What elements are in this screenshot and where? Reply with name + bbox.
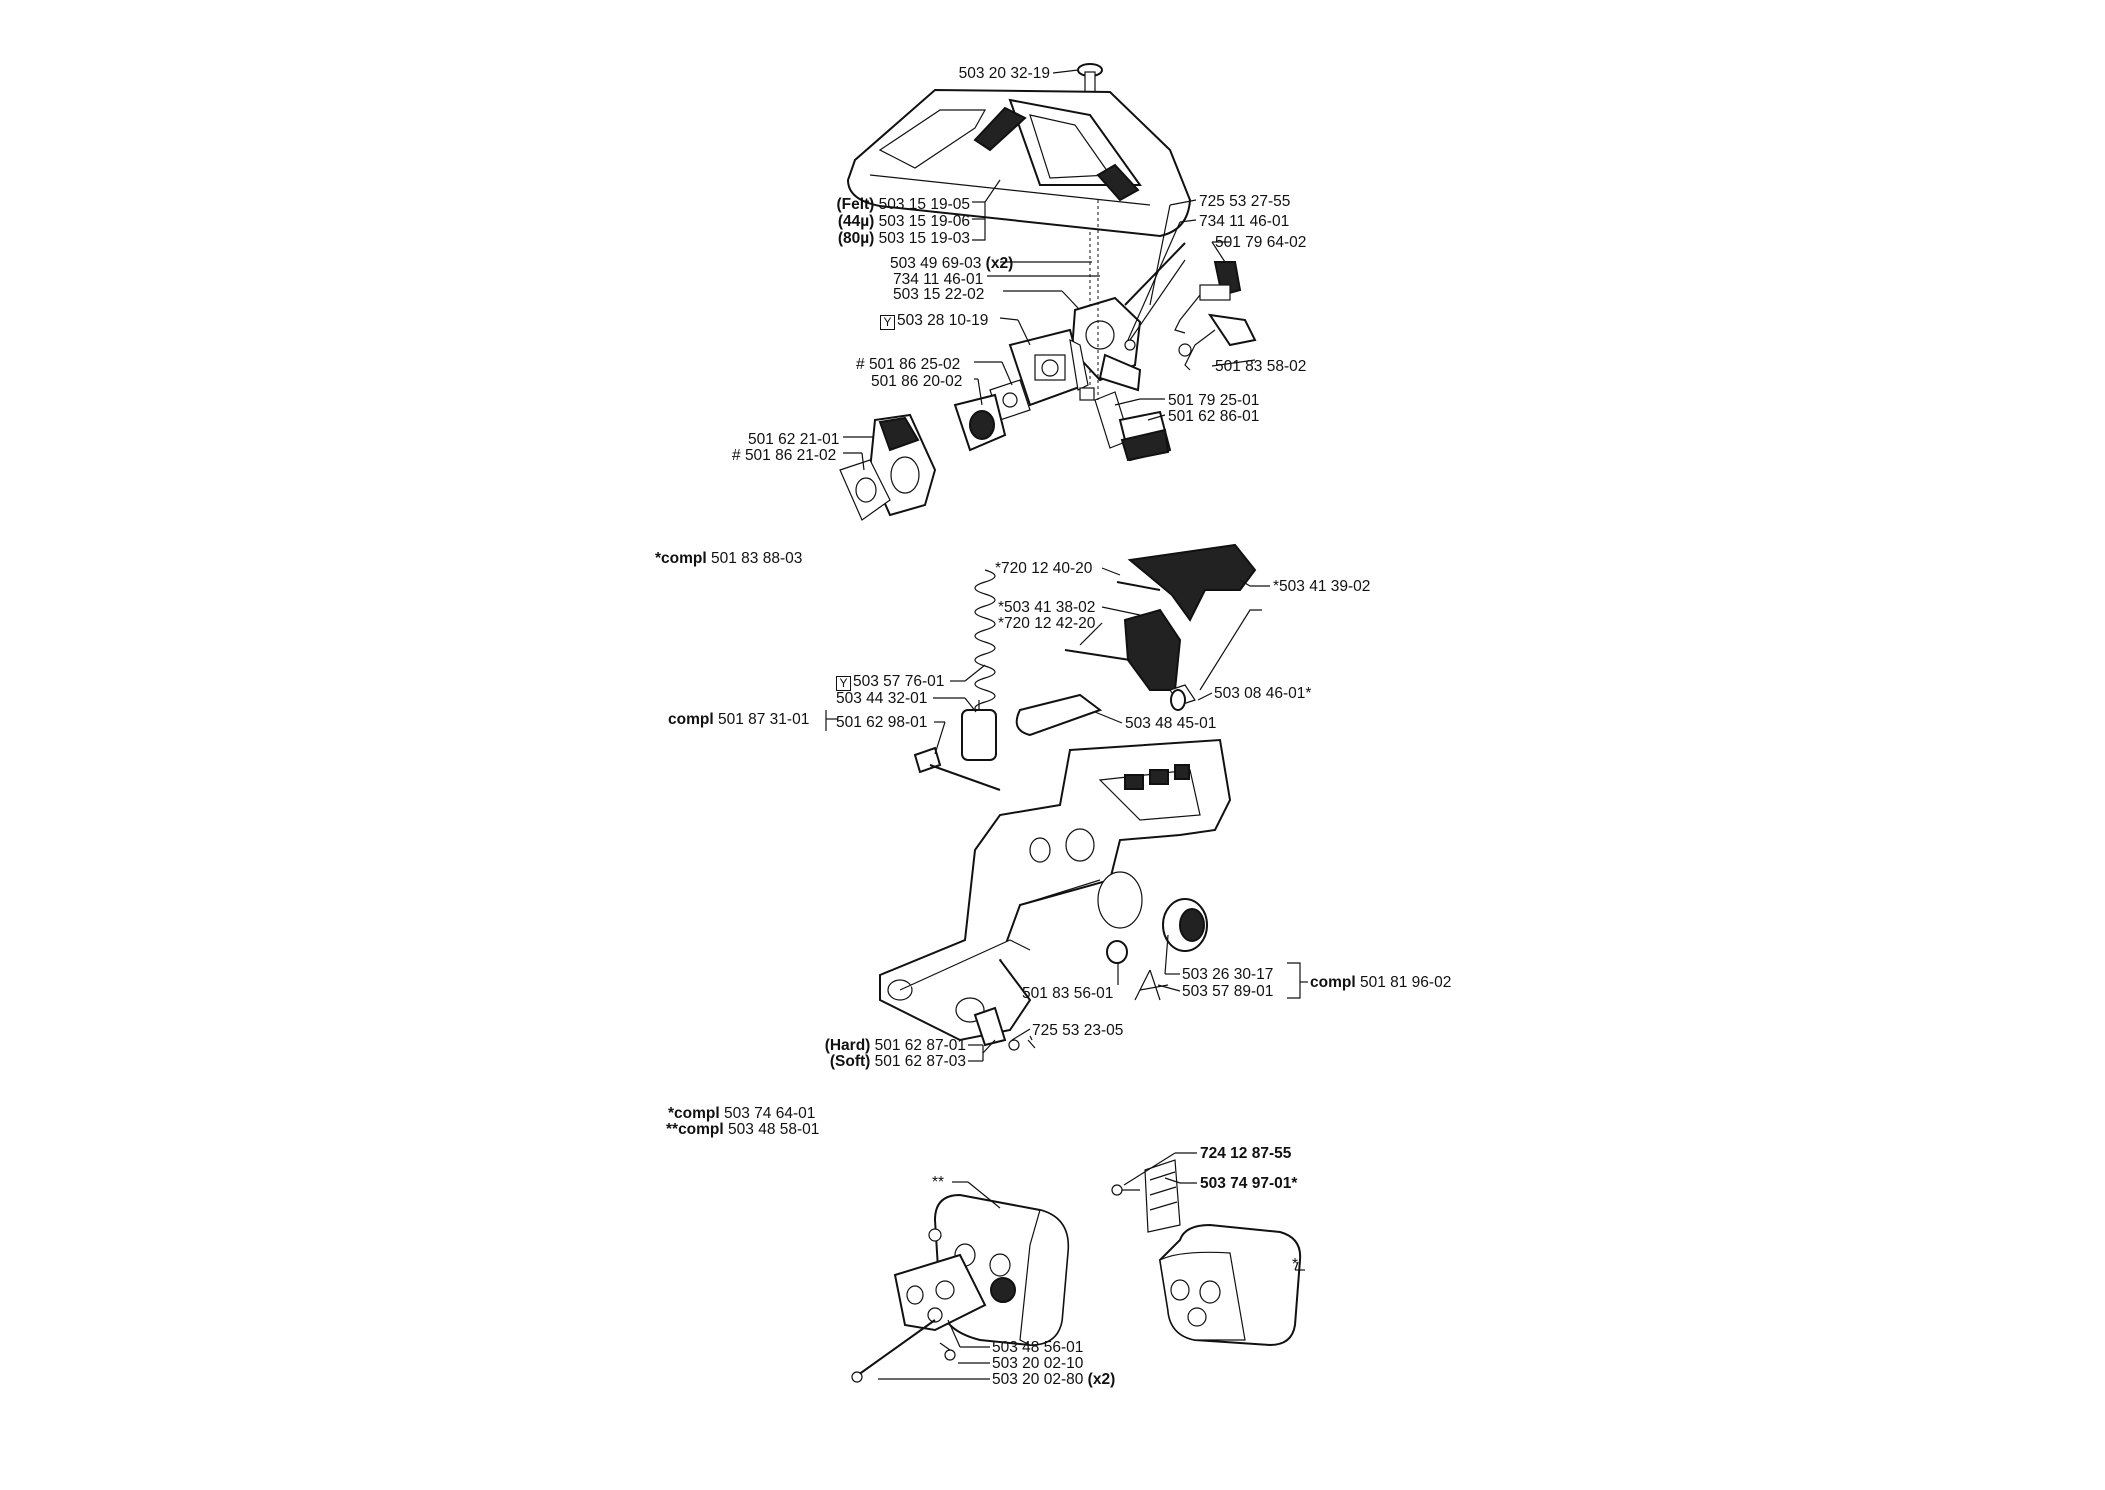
anti-vibration-plug (973, 1006, 1020, 1051)
label-44: (44µ) 503 15 19-06 (837, 213, 970, 230)
label-lockout: *503 41 38-02 (998, 599, 1096, 616)
air-filter-cover (846, 88, 1192, 238)
label-bushing: 501 83 56-01 (1022, 985, 1114, 1002)
label-felt: (Felt) 503 15 19-05 (836, 196, 970, 213)
spark-screen (1111, 1159, 1181, 1233)
label-muffler-screw1: 503 20 02-10 (992, 1355, 1084, 1372)
tank-cap (1134, 898, 1208, 1001)
bottom-gasket (839, 459, 891, 521)
label-plate: 501 79 25-01 (1168, 392, 1260, 409)
muffler-right (1158, 1223, 1302, 1347)
label-cap2: 503 57 89-01 (1182, 983, 1274, 1000)
label-hard: (Hard) 501 62 87-01 (824, 1037, 966, 1054)
label-throttle: 501 83 58-02 (1215, 358, 1307, 375)
label-rod: 725 53 27-55 (1199, 193, 1291, 210)
label-pin1: *720 12 40-20 (995, 560, 1093, 577)
label-hose: 501 62 98-01 (836, 714, 928, 731)
label-tank-screw: 725 53 23-05 (1032, 1022, 1124, 1039)
intake-manifold (868, 393, 1007, 517)
fuel-filter (961, 700, 997, 761)
label-nut2: 734 11 46-01 (1199, 213, 1290, 230)
label-hose-compl: compl 501 87 31-01 (668, 711, 810, 728)
trigger-wedge (1015, 693, 1103, 737)
label-compl-top: *compl 501 83 88-03 (655, 550, 803, 567)
carburetor (1008, 328, 1089, 407)
label-screen: 503 74 97-01* (1200, 1175, 1298, 1192)
label-manifold: 501 62 21-01 (748, 431, 840, 448)
fuel-hose (913, 746, 1001, 791)
label-muffler-compl1: *compl 503 74 64-01 (668, 1105, 816, 1122)
throttle-lever (1184, 313, 1257, 371)
label-flange: 503 15 22-02 (893, 286, 985, 303)
carb-cover (1079, 387, 1172, 462)
label-pin2: *720 12 42-20 (998, 615, 1096, 632)
label-soft: (Soft) 501 62 87-03 (829, 1053, 966, 1070)
label-stars2: ** (932, 1174, 945, 1191)
label-screw-x2: 503 49 69-03 (x2) (890, 255, 1014, 272)
label-cover: 501 62 86-01 (1168, 408, 1260, 425)
label-filter: 503 44 32-01 (836, 690, 928, 707)
label-muffler-plate: 503 48 56-01 (992, 1339, 1084, 1356)
label-screw-b: 724 12 87-55 (1200, 1145, 1292, 1162)
fuel-spring (974, 569, 996, 715)
gaskets (989, 379, 1031, 421)
label-wedge: 503 48 45-01 (1125, 715, 1217, 732)
choke-lever (1174, 261, 1242, 334)
muffler-bolts (851, 1319, 956, 1383)
label-cap1: 503 26 30-17 (1182, 966, 1274, 983)
label-cap-compl: compl 501 81 96-02 (1310, 974, 1452, 991)
label-muffler-screw2: 503 20 02-80 (x2) (992, 1371, 1116, 1388)
label-star1: * (1292, 1256, 1299, 1273)
sleeve (1169, 609, 1262, 711)
label-gasket3: # 501 86 21-02 (732, 447, 837, 464)
label-airfilter-screw: 503 20 32-19 (958, 65, 1050, 82)
trigger (1116, 543, 1257, 622)
bushing (1106, 940, 1128, 964)
label-80: (80µ) 503 15 19-03 (837, 230, 970, 247)
label-trigger: *503 41 39-02 (1273, 578, 1371, 595)
label-muffler-compl2: **compl 503 48 58-01 (666, 1121, 820, 1138)
label-nut: 734 11 46-01 (893, 271, 984, 288)
label-choke: 501 79 64-02 (1215, 234, 1307, 251)
carburetor-flange (1070, 296, 1142, 392)
label-sleeve: 503 08 46-01* (1214, 685, 1312, 702)
muffler-plate (893, 1253, 987, 1332)
label-gasket2: 501 86 20-02 (871, 373, 963, 390)
label-gasket1: # 501 86 25-02 (856, 356, 961, 373)
choke-rod (1124, 242, 1192, 357)
